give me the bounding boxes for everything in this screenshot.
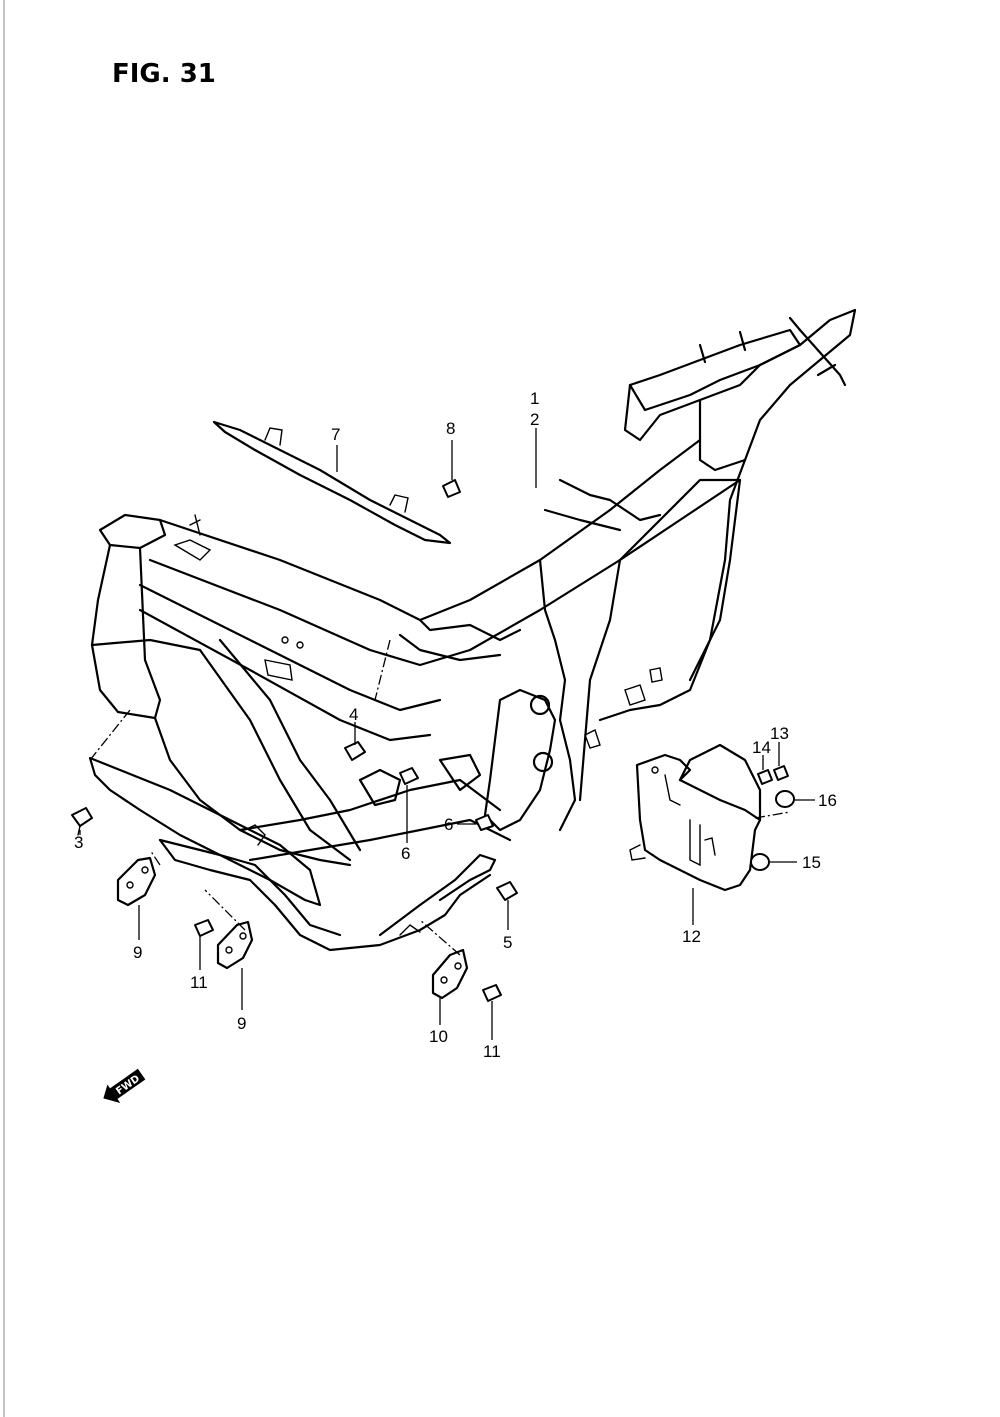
upper-bracket-part-7 [212, 420, 452, 545]
callout-16: 16 [818, 791, 837, 810]
plate-part-9b [216, 920, 254, 970]
callout-12: 12 [682, 927, 701, 946]
callout-6-upper: 6 [444, 815, 453, 834]
battery-holder-part-12 [629, 743, 762, 892]
callout-6-lower: 6 [401, 844, 410, 863]
leader-lines [79, 428, 815, 1040]
callout-2: 2 [530, 410, 539, 429]
cushion-part-15 [750, 853, 770, 871]
callout-8: 8 [446, 419, 455, 438]
callout-15: 15 [802, 853, 821, 872]
callout-labels: 1 2 3 4 5 6 6 7 8 9 9 10 11 11 12 13 14 … [74, 389, 837, 1061]
figure-title: FIG. 31 [112, 59, 216, 89]
lower-cross-member [88, 756, 497, 952]
callout-10: 10 [429, 1027, 448, 1046]
fwd-arrow-icon: FWD [103, 1068, 146, 1103]
callout-11-right: 11 [483, 1042, 501, 1061]
bolt-part-3 [71, 807, 93, 836]
plate-part-10 [431, 948, 469, 1000]
callout-3: 3 [74, 833, 83, 852]
bolt-part-14 [757, 769, 773, 785]
bolt-part-4 [344, 741, 366, 761]
callout-13: 13 [770, 724, 789, 743]
callout-7: 7 [331, 425, 340, 444]
callout-9-left: 9 [133, 943, 142, 962]
callout-1: 1 [530, 389, 539, 408]
callout-4: 4 [349, 705, 358, 724]
callout-11-left: 11 [190, 973, 208, 992]
bolt-part-8 [442, 479, 461, 498]
plate-part-9a [116, 856, 157, 907]
cushion-part-16 [775, 790, 795, 808]
callout-14: 14 [752, 738, 771, 757]
bolt-part-13 [773, 765, 789, 781]
bolt-part-11b [482, 984, 502, 1002]
callout-9-right: 9 [237, 1014, 246, 1033]
bolt-part-11a [194, 919, 214, 937]
callout-5: 5 [503, 933, 512, 952]
main-frame [90, 308, 857, 867]
bolt-part-5 [496, 881, 518, 901]
nut-part-6b [475, 814, 494, 831]
nut-part-6a [399, 767, 419, 785]
